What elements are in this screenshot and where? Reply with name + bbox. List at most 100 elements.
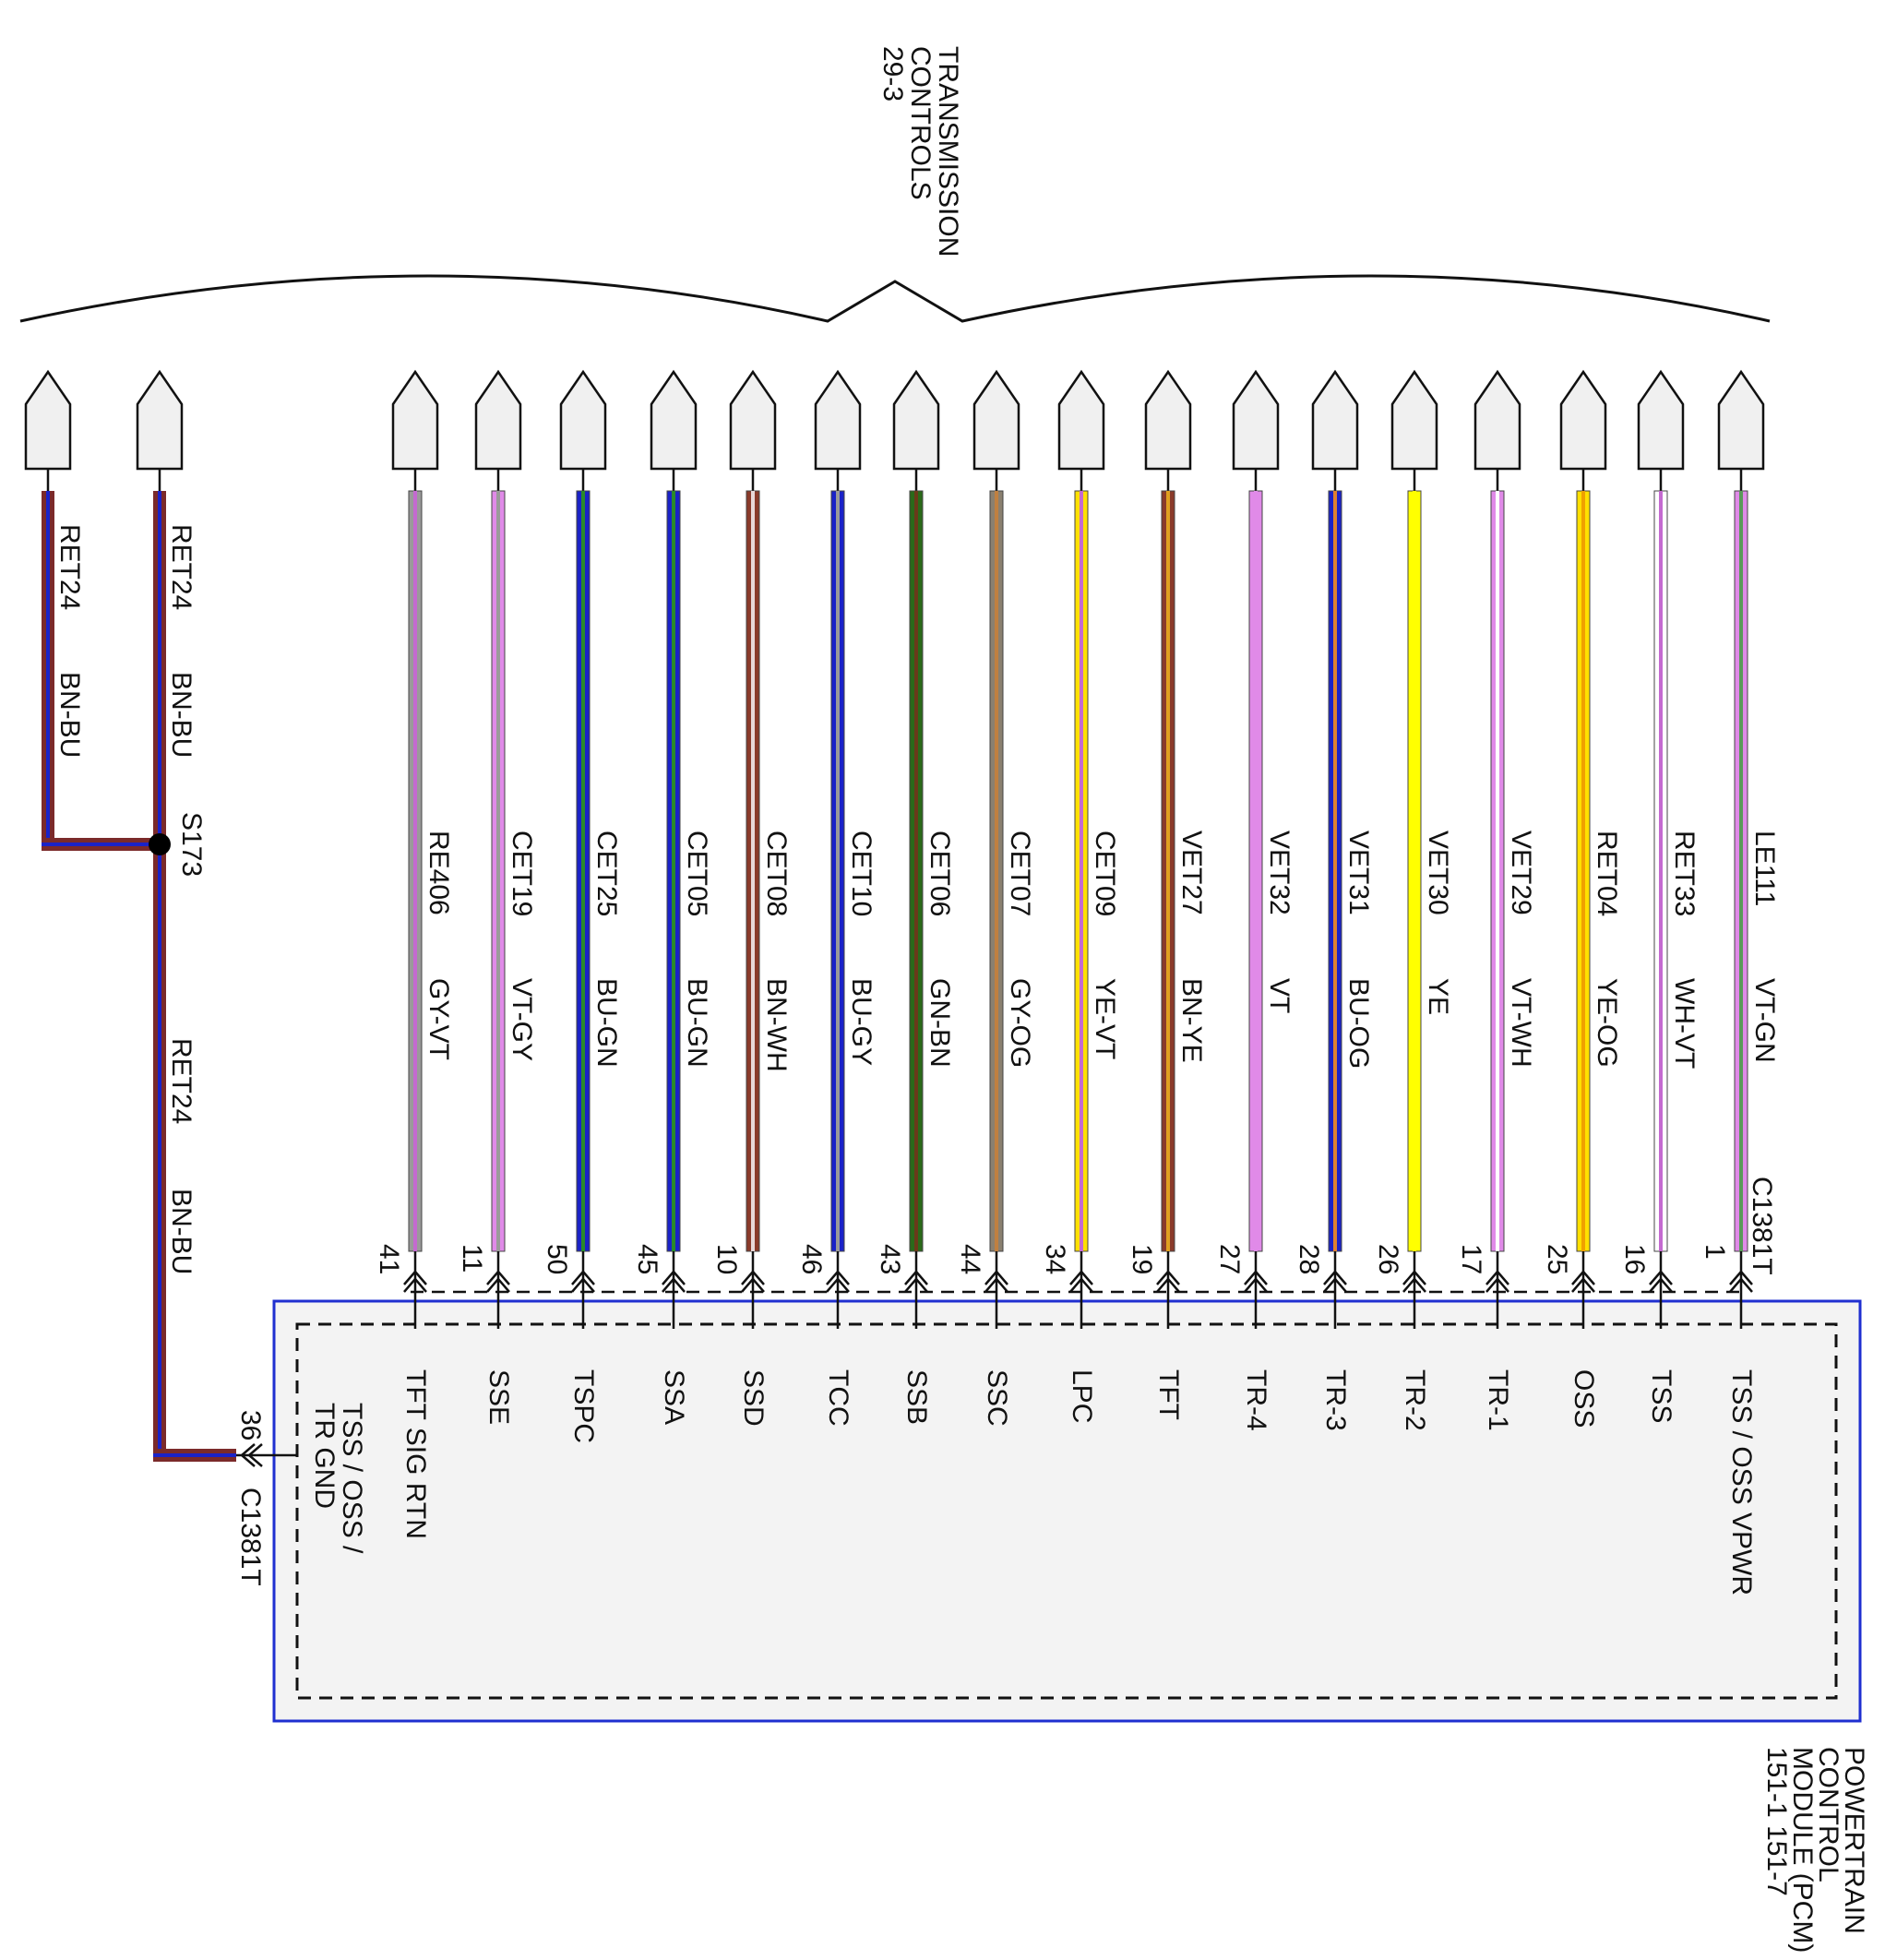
ground-branch-a bbox=[42, 491, 54, 851]
connector-9 bbox=[1144, 369, 1192, 471]
pin-arrow bbox=[1571, 1270, 1595, 1293]
wire-stripe bbox=[836, 491, 840, 1251]
wire-function-label: LPC bbox=[1067, 1369, 1097, 1423]
wire-stripe bbox=[914, 491, 918, 1251]
connector-16 bbox=[1717, 369, 1765, 471]
module-box bbox=[272, 1299, 1862, 1723]
wire-stripe bbox=[581, 491, 585, 1251]
ground-branch-a-stripe bbox=[46, 491, 50, 851]
pin-arrow bbox=[662, 1270, 686, 1293]
module-label-line: POWERTRAIN bbox=[1839, 1747, 1869, 1934]
pcm-module bbox=[272, 1290, 1862, 1723]
wire-color-label: GY-VT bbox=[424, 978, 454, 1060]
wire-stripe bbox=[1254, 491, 1258, 1251]
wire-circuit-label: VET31 bbox=[1343, 831, 1374, 915]
wire-stripe bbox=[1166, 491, 1170, 1251]
connector-12 bbox=[1390, 369, 1438, 471]
wire-pin-number: 17 bbox=[1456, 1244, 1486, 1274]
ground-trunk bbox=[153, 491, 166, 1462]
pin-arrow bbox=[486, 1270, 510, 1293]
ground-trunk-stripe bbox=[158, 491, 161, 1462]
pin-arrow bbox=[826, 1270, 850, 1293]
wire-function-label: TFT SIG RTN bbox=[400, 1369, 431, 1539]
wire-circuit-label: VET32 bbox=[1264, 831, 1294, 915]
wire-function-label: TR-3 bbox=[1320, 1369, 1351, 1431]
wire-pin-number: 10 bbox=[711, 1244, 742, 1274]
connector-14 bbox=[1559, 369, 1607, 471]
pin-arrow bbox=[1485, 1270, 1509, 1293]
wire-circuit-label: VET27 bbox=[1176, 831, 1207, 915]
wire-stripe bbox=[672, 491, 675, 1251]
wire-circuit-label: VET30 bbox=[1423, 831, 1453, 915]
connector-4 bbox=[729, 369, 777, 471]
pin-arrow bbox=[1244, 1270, 1268, 1293]
connector-2 bbox=[559, 369, 607, 471]
module-label-line: CONTROL bbox=[1813, 1747, 1843, 1882]
connector-6 bbox=[892, 369, 940, 471]
ground-trunk-color: BN-BU bbox=[166, 1189, 197, 1274]
pin-arrow bbox=[741, 1270, 765, 1293]
wire-color-label: BN-YE bbox=[1176, 978, 1207, 1063]
connector-5 bbox=[814, 369, 862, 471]
wire-circuit-label: LE111 bbox=[1749, 831, 1780, 906]
wire-stripe bbox=[1413, 491, 1416, 1251]
wire-color-label: VT-GY bbox=[507, 978, 537, 1061]
wire-stripe bbox=[1581, 491, 1585, 1251]
wire-function-label: SSB bbox=[901, 1369, 932, 1425]
ground-trunk-horizontal bbox=[153, 1449, 236, 1462]
wire-circuit-label: CET07 bbox=[1005, 831, 1035, 916]
wire-pin-number: 19 bbox=[1127, 1244, 1157, 1274]
wire-stripe bbox=[1496, 491, 1499, 1251]
wire-stripe bbox=[751, 491, 755, 1251]
wire-pin-number: 1 bbox=[1700, 1244, 1730, 1260]
wire-pin-number: 27 bbox=[1214, 1244, 1245, 1274]
wire-color-label: BU-GY bbox=[846, 978, 877, 1066]
wire-circuit-label: RET33 bbox=[1669, 831, 1700, 916]
wire-circuit-label: CET25 bbox=[591, 831, 622, 916]
wire-function-label: SSA bbox=[659, 1369, 689, 1425]
wire-pin-number: 11 bbox=[457, 1244, 487, 1273]
wire-function-label: TR-1 bbox=[1483, 1369, 1513, 1431]
wire-function-label: TCC bbox=[823, 1369, 853, 1427]
wire-function-label: TSS bbox=[1646, 1369, 1676, 1423]
ground-branch-a-horizontal bbox=[42, 838, 160, 851]
pin-arrow bbox=[1729, 1270, 1753, 1293]
wire-stripe bbox=[1739, 491, 1743, 1251]
ground-b-color: BN-BU bbox=[166, 672, 197, 758]
wire-circuit-label: CET08 bbox=[761, 831, 792, 916]
ground-trunk-horizontal-stripe bbox=[153, 1453, 236, 1457]
wire-circuit-label: RET04 bbox=[1592, 831, 1622, 916]
wire-color-label: VT-GN bbox=[1749, 978, 1780, 1063]
wire-pin-number: 28 bbox=[1294, 1244, 1324, 1274]
wire-stripe bbox=[1080, 491, 1083, 1251]
wire-pin-number: 41 bbox=[374, 1244, 404, 1274]
pin-arrow bbox=[1323, 1270, 1347, 1293]
module-label-line: 151-1 151-7 bbox=[1761, 1747, 1792, 1896]
wire-color-label: BU-GN bbox=[682, 978, 712, 1068]
wire-color-label: BU-GN bbox=[591, 978, 622, 1068]
connector-1 bbox=[474, 369, 522, 471]
title-line: CONTROLS bbox=[905, 46, 936, 200]
ground-function-label: TSS / OSS / bbox=[337, 1403, 367, 1554]
wire-function-label: OSS bbox=[1569, 1369, 1599, 1428]
wire-pin-number: 25 bbox=[1542, 1244, 1572, 1274]
wire-stripe bbox=[1659, 491, 1663, 1251]
pin-arrow bbox=[1402, 1270, 1426, 1293]
pin-arrow bbox=[904, 1270, 928, 1293]
wire-function-label: SSE bbox=[483, 1369, 514, 1425]
wire-circuit-label: CET09 bbox=[1090, 831, 1120, 916]
ground-branch-a-horizontal-stripe bbox=[42, 843, 160, 846]
wire-stripe bbox=[413, 491, 417, 1251]
